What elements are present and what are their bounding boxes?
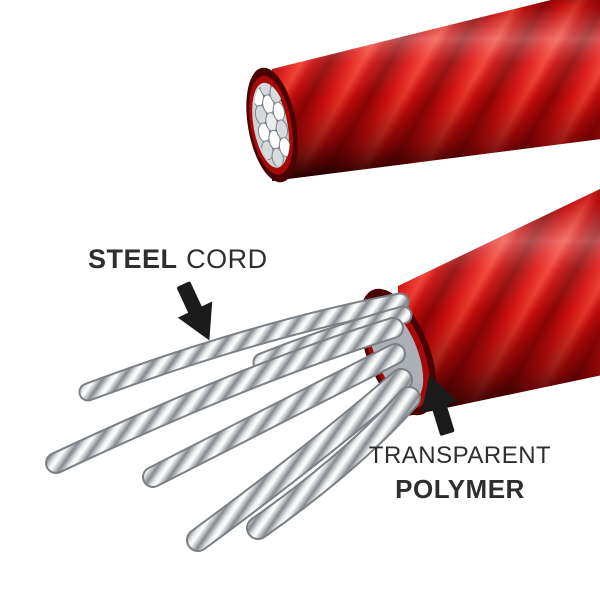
transparent-polymer-label: TRANSPARENT POLYMER (360, 442, 560, 505)
red-cable-top (246, 0, 600, 183)
polymer-arrow-icon (421, 374, 458, 436)
cable-top-cut-face (246, 67, 298, 183)
steel-cord-label-rest: CORD (186, 244, 268, 274)
polymer-label-line1: TRANSPARENT (368, 442, 552, 469)
steel-cord-label-bold: STEEL (88, 244, 178, 274)
steel-cord-arrow-icon (177, 281, 213, 341)
steel-cord-label: STEEL CORD (88, 244, 268, 275)
polymer-label-line2: POLYMER (395, 474, 525, 504)
steel-strands (56, 302, 409, 540)
